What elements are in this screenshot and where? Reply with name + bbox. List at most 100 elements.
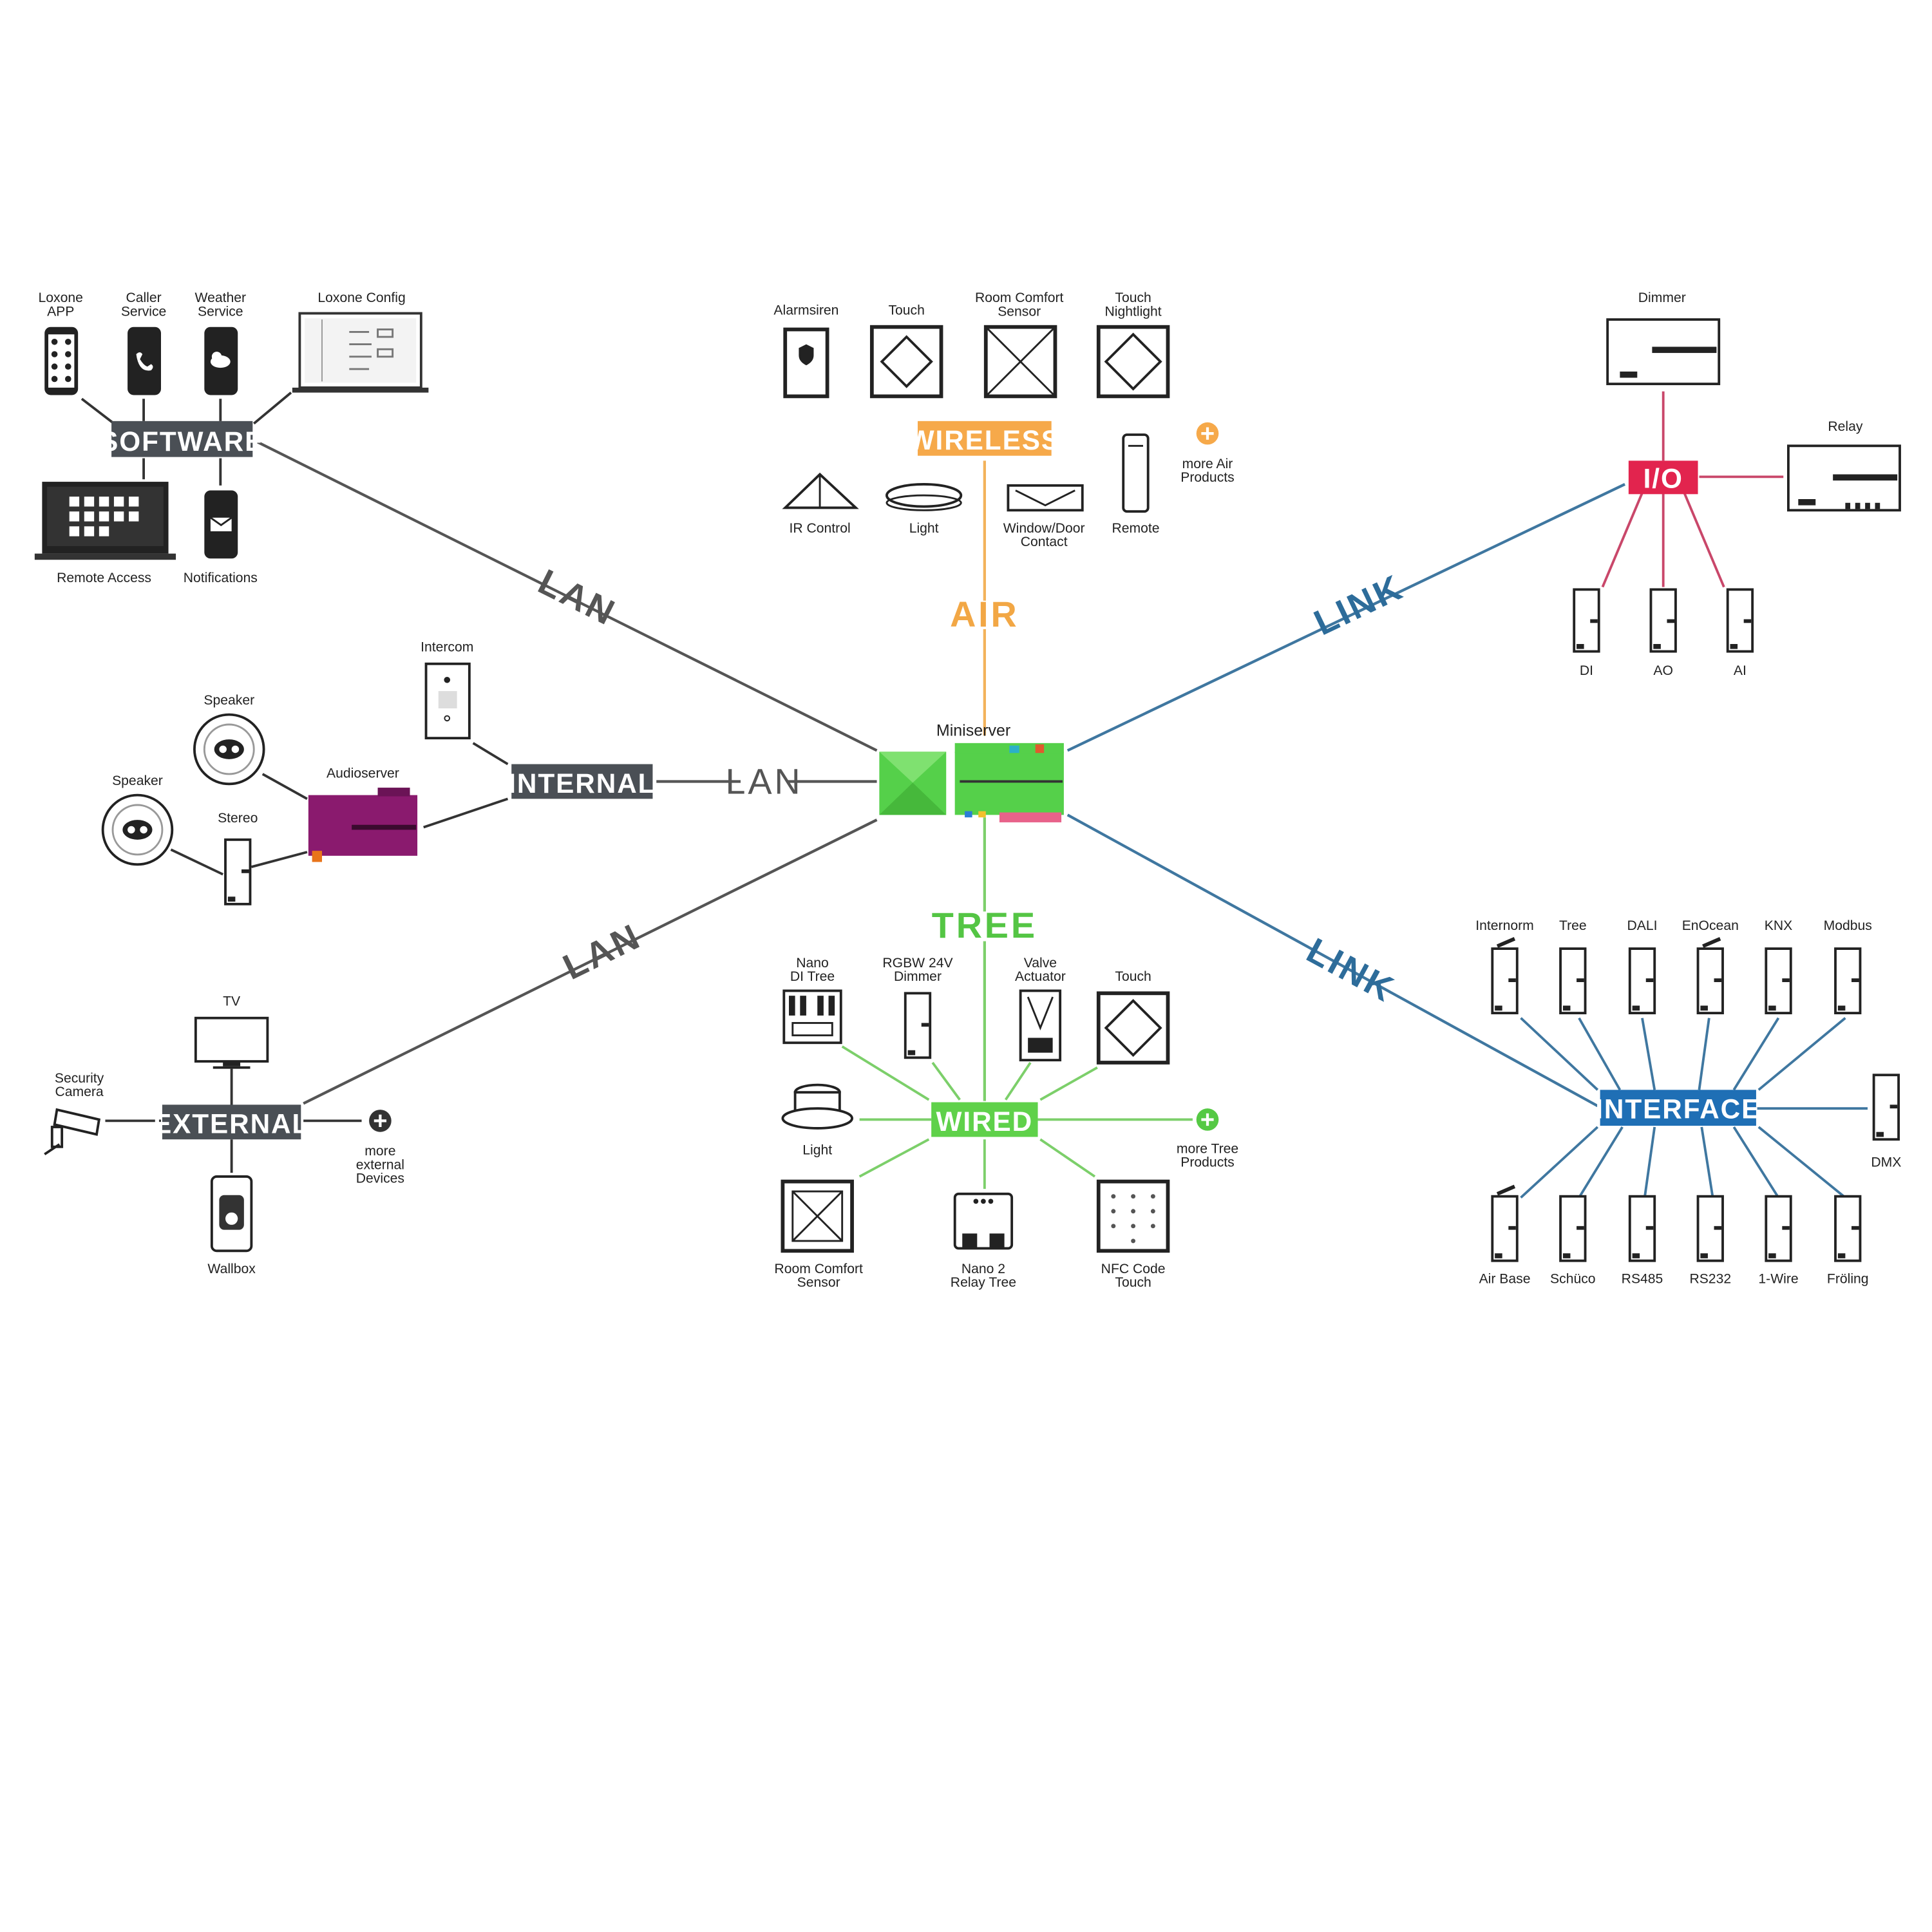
speaker-top-device: Speaker — [193, 693, 265, 786]
more-tree-label-1: more Tree — [1177, 1141, 1238, 1156]
nano2-label-2: Relay Tree — [951, 1275, 1016, 1290]
valve-actuator-label-1: Valve — [1024, 956, 1057, 971]
tv-device: TV — [194, 994, 269, 1069]
touch-nightlight-label-1: Touch — [1115, 290, 1151, 305]
interface-dali-device: DALI — [1627, 918, 1658, 1014]
wireless-rcs-label-2: Sensor — [998, 304, 1041, 319]
loxone-app-label-1: Loxone — [39, 290, 83, 305]
weather-service-label-1: Weather — [195, 290, 247, 305]
hub-external: EXTERNAL — [153, 1104, 310, 1140]
lan-label-external: LAN — [557, 916, 648, 987]
dimmer-label: Dimmer — [1638, 290, 1686, 305]
interface-fr-ling-device: Fröling — [1827, 1195, 1869, 1286]
more-external-devices[interactable]: more external Devices — [356, 1110, 404, 1186]
hub-software: SOFTWARE — [100, 421, 263, 457]
notifications-label: Notifications — [184, 571, 258, 585]
valve-actuator-label-2: Actuator — [1015, 969, 1066, 984]
audioserver-device: Audioserver — [308, 766, 418, 862]
weather-service-device: Weather Service — [195, 290, 247, 395]
more-air-label-2: Products — [1180, 470, 1234, 485]
miniserver-unit-right — [954, 752, 1064, 815]
wired-touch-label: Touch — [1115, 969, 1151, 984]
interface-tree-device: Tree — [1559, 918, 1587, 1014]
more-air-products[interactable]: more Air Products — [1180, 422, 1235, 485]
interface-rs232-device: RS232 — [1689, 1195, 1731, 1286]
tree-label: TREE — [932, 905, 1037, 945]
wireless-rcs-label-1: Room Comfort — [975, 290, 1064, 305]
interface-internorm-device: Internorm — [1475, 918, 1534, 1014]
interface-fr-ling-label: Fröling — [1827, 1271, 1869, 1286]
interface-knx-label: KNX — [1765, 918, 1792, 933]
link-label-io: LINK — [1308, 567, 1410, 643]
window-door-contact-device: Window/Door Contact — [1003, 484, 1085, 549]
nfc-label-1: NFC Code — [1101, 1262, 1166, 1276]
interface-rs485-device: RS485 — [1622, 1195, 1663, 1286]
hub-external-label: EXTERNAL — [153, 1109, 310, 1139]
wired-light-label: Light — [802, 1142, 832, 1157]
hub-wired-label: WIRED — [936, 1106, 1034, 1137]
caller-service-label-1: Caller — [126, 290, 161, 305]
interface-rs232-label: RS232 — [1689, 1271, 1731, 1286]
notifications-device: Notifications — [184, 490, 258, 585]
hub-internal: INTERNAL — [508, 764, 655, 799]
wallbox-device: Wallbox — [207, 1175, 256, 1276]
remote-device: Remote — [1112, 433, 1159, 536]
speaker-left-device: Speaker — [101, 773, 174, 866]
nano-di-tree-label-2: DI Tree — [790, 969, 835, 984]
alarmsiren-device: Alarmsiren — [773, 303, 838, 399]
wallbox-label: Wallbox — [207, 1262, 256, 1276]
wired-light-device: Light — [781, 1083, 853, 1157]
link-line-interface — [1066, 813, 1598, 1108]
loxone-app-device: Loxone APP — [39, 290, 83, 395]
more-external-label-1: more — [365, 1144, 395, 1159]
ao-device: AO — [1649, 588, 1677, 678]
hubs: SOFTWARE INTERNAL EXTERNAL WIRELESS I/O … — [100, 421, 1759, 1140]
stereo-label: Stereo — [218, 811, 258, 826]
interface-internorm-label: Internorm — [1475, 918, 1533, 933]
hub-io: I/O — [1628, 460, 1698, 495]
loxone-config-label: Loxone Config — [317, 290, 405, 305]
wireless-devices: Alarmsiren Touch Room Comfort Sensor Tou… — [773, 290, 1234, 549]
connection-lines — [80, 391, 1868, 1199]
interface-dali-label: DALI — [1627, 918, 1658, 933]
remote-label: Remote — [1112, 521, 1159, 536]
lan-label-internal: LAN — [726, 762, 803, 802]
interface-1-wire-label: 1-Wire — [1758, 1271, 1798, 1286]
di-device: DI — [1573, 588, 1600, 678]
caller-service-label-2: Service — [121, 304, 167, 319]
wireless-light-label: Light — [909, 521, 939, 536]
wired-devices: Nano DI Tree RGBW 24V Dimmer Valve Actua… — [774, 956, 1238, 1290]
link-line-io — [1066, 483, 1625, 752]
security-camera-label-2: Camera — [55, 1084, 103, 1099]
wired-touch-device: Touch — [1096, 969, 1170, 1065]
touch-nightlight-device: Touch Nightlight — [1096, 290, 1170, 399]
lan-line-external — [303, 819, 878, 1105]
more-tree-products[interactable]: more Tree Products — [1177, 1108, 1238, 1170]
rgbw-label-1: RGBW 24V — [882, 956, 952, 971]
wdc-label-2: Contact — [1021, 535, 1068, 549]
rgbw-dimmer-device: RGBW 24V Dimmer — [882, 956, 953, 1059]
nano-di-tree-label-1: Nano — [796, 956, 829, 971]
interface-air-base-device: Air Base — [1479, 1184, 1530, 1286]
dimmer-device: Dimmer — [1606, 290, 1721, 386]
relay-device: Relay — [1787, 419, 1901, 512]
valve-actuator-device: Valve Actuator — [1015, 956, 1066, 1062]
hub-io-label: I/O — [1643, 464, 1683, 494]
security-camera-device: Security Camera — [44, 1071, 104, 1155]
nano-di-tree-device: Nano DI Tree — [782, 956, 842, 1045]
internal-devices: Intercom Speaker Speaker Audioserver — [101, 640, 473, 905]
nano2-relay-tree-device: Nano 2 Relay Tree — [951, 1192, 1016, 1290]
tv-label: TV — [223, 994, 240, 1009]
nfc-code-touch-device: NFC Code Touch — [1096, 1179, 1170, 1290]
interface-1-wire-device: 1-Wire — [1758, 1195, 1799, 1286]
software-devices: Loxone APP Caller Service Weather Servic… — [34, 290, 429, 585]
intercom-device: Intercom — [421, 640, 473, 740]
ai-label: AI — [1734, 663, 1747, 678]
interface-rs485-label: RS485 — [1622, 1271, 1663, 1286]
caller-service-device: Caller Service — [121, 290, 167, 395]
wdc-label-1: Window/Door — [1003, 521, 1085, 536]
di-label: DI — [1580, 663, 1593, 678]
wireless-touch-device: Touch — [869, 303, 943, 399]
ai-device: AI — [1726, 588, 1754, 678]
